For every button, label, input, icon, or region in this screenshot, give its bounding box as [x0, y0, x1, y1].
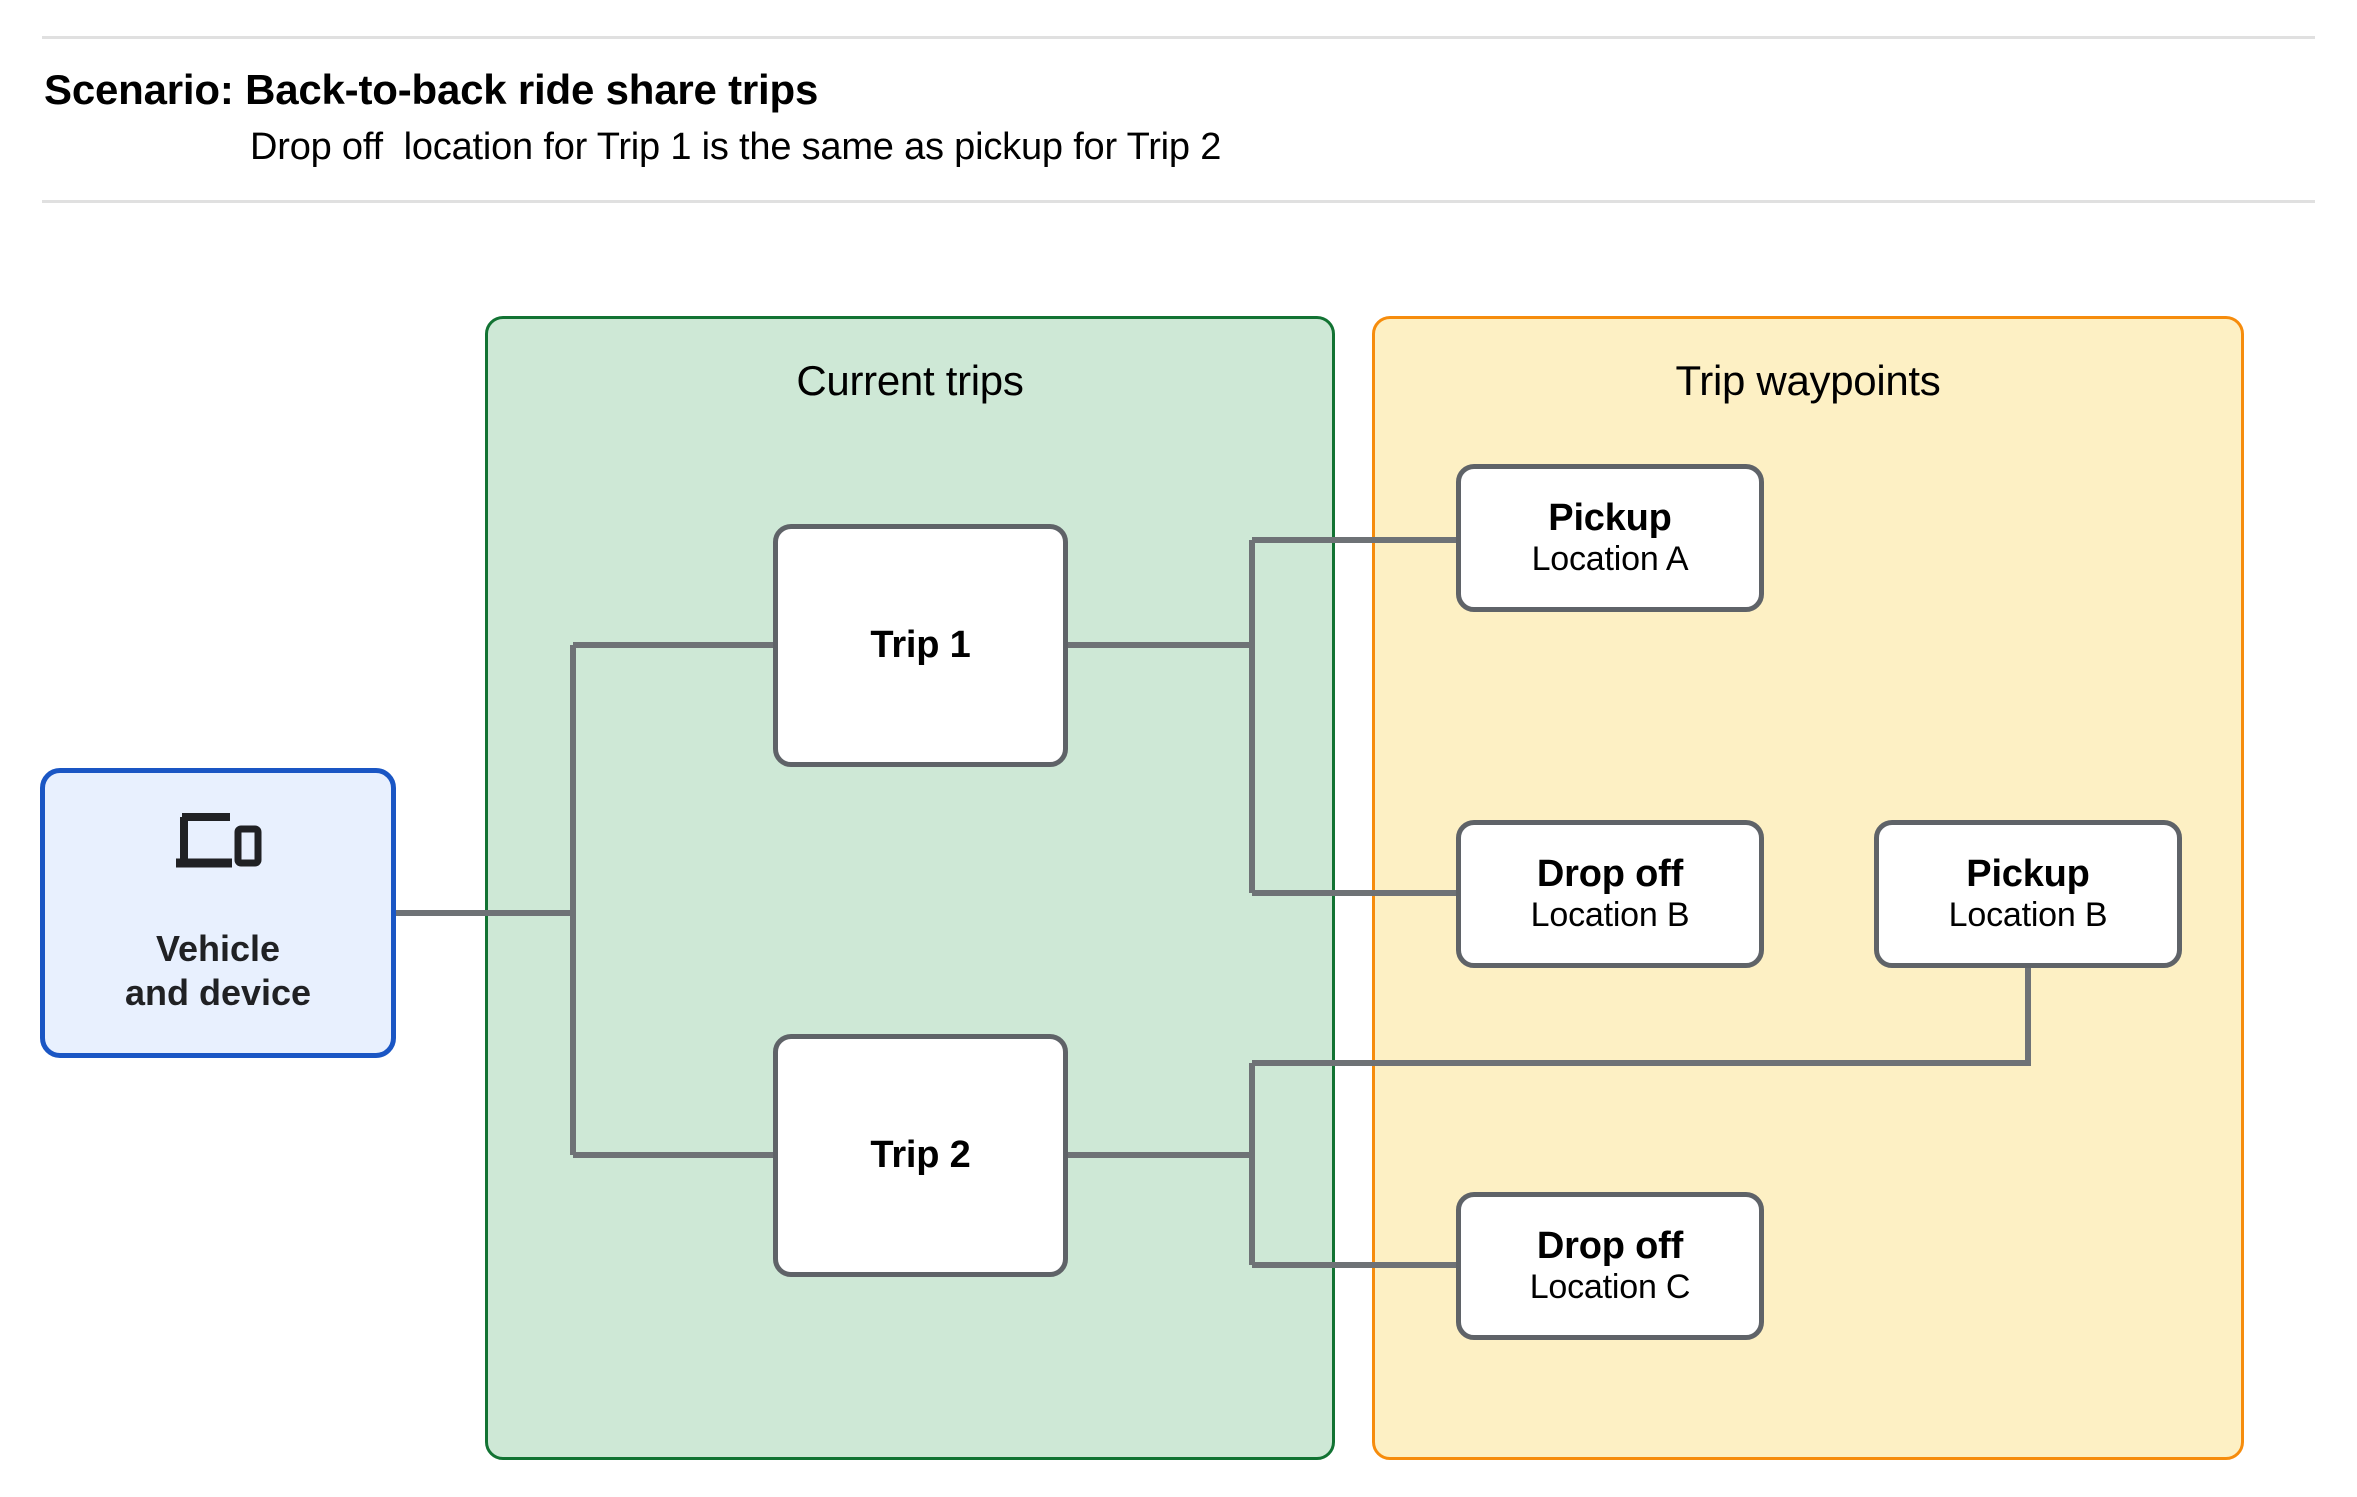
node-dropoff-b-location: Location B	[1530, 895, 1690, 934]
header: Scenario: Back-to-back ride share trips …	[0, 0, 2357, 205]
panel-current-trips: Current trips	[485, 316, 1335, 1460]
node-waypoint-pickup-a[interactable]: Pickup Location A	[1456, 464, 1764, 612]
node-waypoint-dropoff-c[interactable]: Drop off Location C	[1456, 1192, 1764, 1340]
panel-current-trips-title: Current trips	[796, 357, 1024, 404]
node-pickup-b-type: Pickup	[1966, 853, 2090, 896]
node-waypoint-dropoff-b[interactable]: Drop off Location B	[1456, 820, 1764, 968]
node-vehicle-and-device[interactable]: Vehicle and device	[40, 768, 396, 1058]
node-pickup-a-type: Pickup	[1548, 497, 1672, 540]
node-dropoff-c-location: Location C	[1529, 1267, 1691, 1306]
devices-icon	[176, 813, 262, 868]
page-subtitle: Drop off location for Trip 1 is the same…	[250, 126, 1222, 168]
node-vehicle-label: Vehicle and device	[124, 928, 312, 1013]
page-title: Scenario: Back-to-back ride share trips	[44, 66, 819, 113]
node-waypoint-pickup-b[interactable]: Pickup Location B	[1874, 820, 2182, 968]
node-trip-1[interactable]: Trip 1	[773, 524, 1068, 767]
node-dropoff-c-type: Drop off	[1536, 1225, 1684, 1268]
node-pickup-a-location: Location A	[1531, 539, 1689, 578]
header-divider-top	[42, 36, 2315, 39]
node-trip-2[interactable]: Trip 2	[773, 1034, 1068, 1277]
node-trip-1-label: Trip 1	[870, 624, 971, 667]
node-trip-2-label: Trip 2	[870, 1134, 971, 1177]
header-divider-bottom	[42, 200, 2315, 203]
node-pickup-b-location: Location B	[1948, 895, 2108, 934]
panel-trip-waypoints-title: Trip waypoints	[1675, 357, 1941, 404]
node-dropoff-b-type: Drop off	[1536, 853, 1684, 896]
